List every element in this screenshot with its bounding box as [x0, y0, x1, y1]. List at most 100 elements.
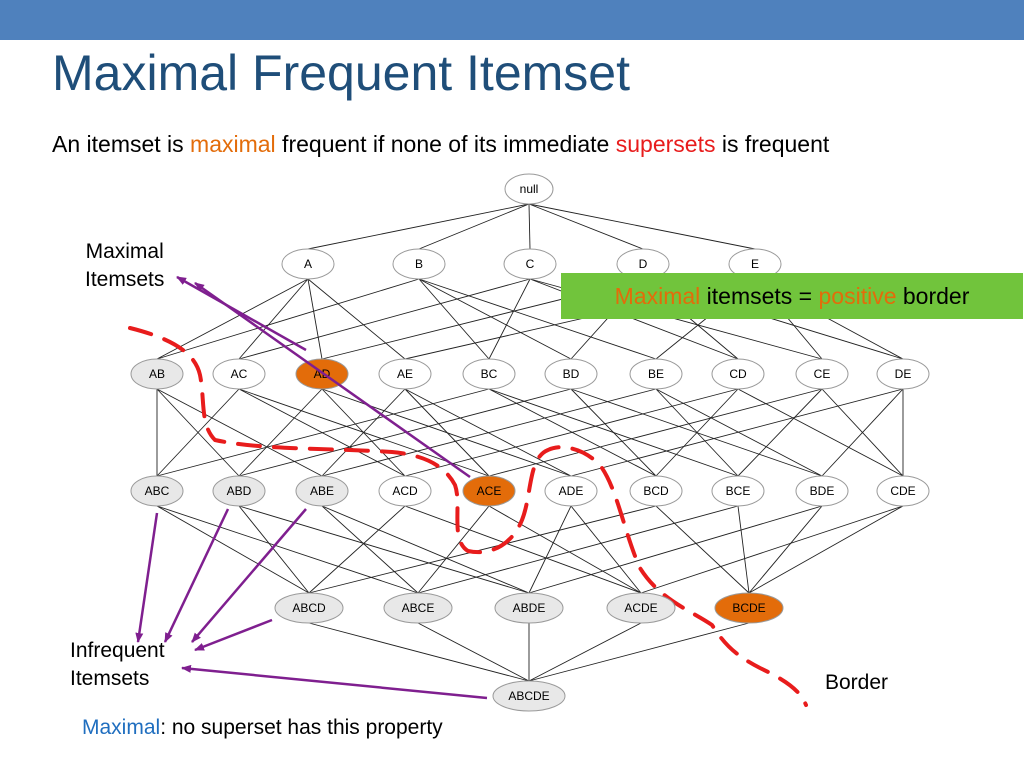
arrow-abcde-to-infrequent-label [181, 664, 488, 700]
node-de: DE [876, 358, 930, 390]
edge-acd-acde [404, 505, 642, 594]
node-label-ace: ACE [477, 484, 502, 498]
node-shape-ace [462, 475, 516, 507]
edge-ce-ace [488, 388, 823, 477]
node-label-bce: BCE [726, 484, 751, 498]
edge-abce-abcde [417, 622, 530, 682]
edge-ae-ace [404, 388, 490, 477]
node-label-acd: ACD [392, 484, 418, 498]
edge-ace-acde [488, 505, 642, 594]
callout-highlight-positive: positive [818, 283, 897, 309]
definition-text: An itemset is maximal frequent if none o… [52, 128, 952, 160]
node-abce: ABCE [383, 592, 453, 624]
node-abcde: ABCDE [492, 680, 566, 712]
edge-ae-abe [321, 388, 406, 477]
node-c: C [503, 248, 557, 280]
edge-abd-abde [238, 505, 530, 594]
edge-be-abe [321, 388, 657, 477]
node-shape-ade [544, 475, 598, 507]
node-shape-abde [494, 592, 564, 624]
arrow-abd-to-infrequent-label [163, 508, 230, 643]
edge-abe-abce [321, 505, 419, 594]
edge-a-ab [156, 278, 309, 360]
arrow-abcd-to-infrequent-label [194, 618, 273, 652]
definition-part-1: An itemset is [52, 131, 191, 157]
edge-cd-bcd [655, 388, 739, 477]
node-abde: ABDE [494, 592, 564, 624]
edge-abd-abcd [238, 505, 310, 594]
node-bde: BDE [795, 475, 849, 507]
node-label-bd: BD [563, 367, 580, 381]
edge-acde-abcde [528, 622, 642, 682]
node-ac: AC [212, 358, 266, 390]
infrequent-itemsets-label-line2: Itemsets [70, 667, 150, 690]
top-accent-bar [0, 0, 1024, 40]
node-b: B [392, 248, 446, 280]
node-label-abe: ABE [310, 484, 334, 498]
node-label-a: A [304, 257, 312, 271]
callout-part-2: border [896, 283, 970, 309]
node-label-b: B [415, 257, 423, 271]
edge-b-bc [418, 278, 490, 360]
edge-b-bd [418, 278, 572, 360]
edge-ac-abc [156, 388, 240, 477]
maximal-itemsets-label: Maximal Itemsets [85, 238, 164, 294]
node-abe: ABE [295, 475, 349, 507]
node-label-abde: ABDE [513, 601, 546, 615]
node-shape-be [629, 358, 683, 390]
edge-bcd-bcde [655, 505, 750, 594]
edge-bce-bcde [737, 505, 750, 594]
edge-ab-abe [156, 388, 323, 477]
node-label-ade: ADE [559, 484, 584, 498]
arrow-ad-to-maximal-label [176, 275, 307, 352]
node-bcde: BCDE [714, 592, 784, 624]
positive-border-callout: Maximal itemsets = positive border [561, 273, 1023, 319]
node-shape-abe [295, 475, 349, 507]
edge-acd-abcd [308, 505, 406, 594]
edge-c-ac [238, 278, 531, 360]
node-shape-bd [544, 358, 598, 390]
infrequent-itemsets-label-line1: Infrequent [70, 639, 165, 662]
edge-b-be [418, 278, 657, 360]
node-label-cde: CDE [890, 484, 915, 498]
edge-ace-abce [417, 505, 490, 594]
edge-cde-acde [640, 505, 904, 594]
edge-bce-abce [417, 505, 739, 594]
node-acde: ACDE [606, 592, 676, 624]
node-bd: BD [544, 358, 598, 390]
edge-ad-abd [238, 388, 323, 477]
edge-bde-abde [528, 505, 823, 594]
edge-ade-abde [528, 505, 572, 594]
node-bc: BC [462, 358, 516, 390]
node-abc: ABC [130, 475, 184, 507]
edge-de-bde [821, 388, 904, 477]
maximal-itemsets-label-line2: Itemsets [85, 268, 165, 291]
node-label-bde: BDE [810, 484, 835, 498]
node-label-ab: AB [149, 367, 165, 381]
node-shape-bce [711, 475, 765, 507]
edge-bc-abc [156, 388, 490, 477]
maximal-itemsets-label-line1: Maximal [85, 240, 164, 263]
node-label-ae: AE [397, 367, 413, 381]
edge-b-ab [156, 278, 420, 360]
node-acd: ACD [378, 475, 432, 507]
node-shape-ab [130, 358, 184, 390]
edge-abc-abce [156, 505, 419, 594]
node-null: null [504, 173, 554, 205]
node-label-acde: ACDE [624, 601, 657, 615]
edge-null-a [307, 203, 530, 250]
node-label-d: D [639, 257, 648, 271]
edge-a-ac [238, 278, 309, 360]
node-ab: AB [130, 358, 184, 390]
edge-abc-abcd [156, 505, 310, 594]
node-label-abd: ABD [227, 484, 252, 498]
node-shape-abd [212, 475, 266, 507]
lattice-edges [156, 203, 904, 682]
node-shape-de [876, 358, 930, 390]
node-label-bcde: BCDE [732, 601, 765, 615]
node-shape-abcde [492, 680, 566, 712]
definition-highlight-maximal: maximal [190, 131, 276, 157]
edge-bcd-abcd [308, 505, 657, 594]
edge-cd-acd [404, 388, 739, 477]
arrow-abc-to-infrequent-label [135, 512, 159, 643]
